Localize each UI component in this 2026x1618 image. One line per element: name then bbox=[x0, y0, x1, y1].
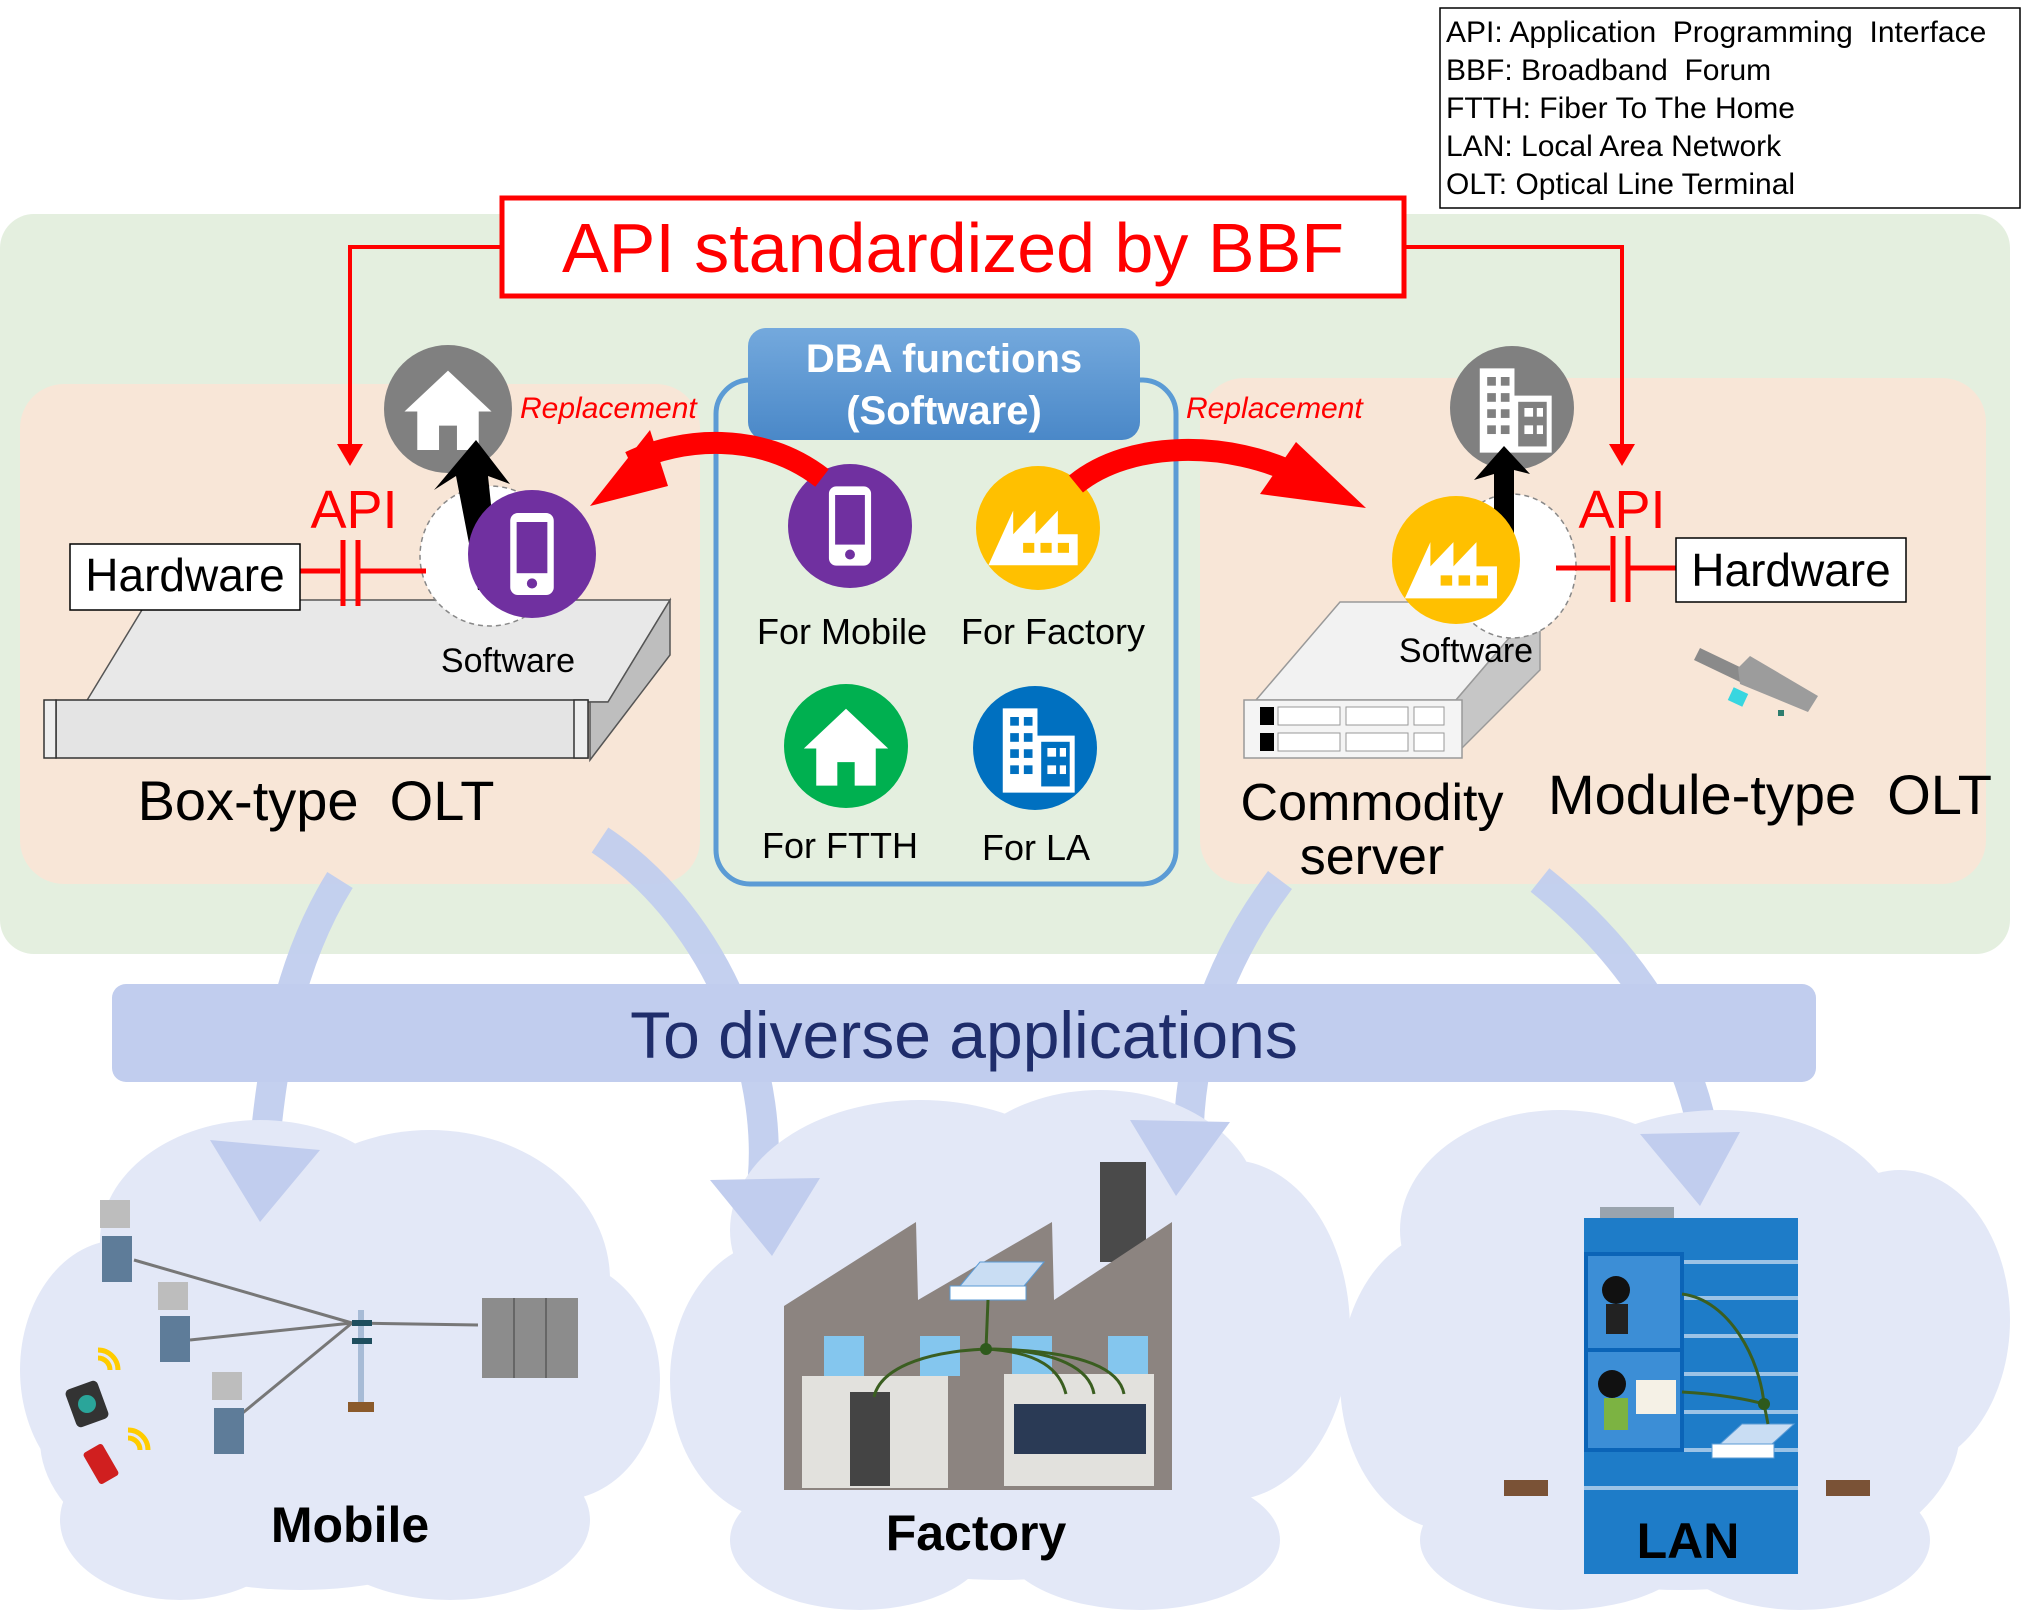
api-connector-lines bbox=[348, 245, 1624, 458]
wireless-signal-icon bbox=[97, 1347, 151, 1451]
dba-function-label: For LA bbox=[982, 827, 1090, 868]
hardware-label-right: Hardware bbox=[1691, 544, 1890, 596]
legend-item: BBF: Broadband Forum bbox=[1446, 54, 1771, 87]
replacement-arrow-right bbox=[1069, 439, 1306, 493]
hardware-label-left: Hardware bbox=[85, 549, 284, 601]
api-connector-right bbox=[1556, 536, 1676, 602]
api-arrowhead-left bbox=[337, 444, 363, 466]
dba-function-label: For FTTH bbox=[762, 825, 918, 866]
mobile-network-illustration bbox=[65, 1200, 578, 1484]
server-rack-icon bbox=[482, 1298, 578, 1378]
hardware-box-left: Hardware bbox=[69, 543, 301, 611]
legend-item: FTTH: Fiber To The Home bbox=[1446, 92, 1795, 125]
dba-title-line1: DBA functions bbox=[806, 337, 1082, 381]
hardware-box-right: Hardware bbox=[1675, 537, 1907, 603]
replacement-label-right: Replacement bbox=[1186, 392, 1364, 425]
replaced-home-icon bbox=[384, 345, 512, 473]
replacement-label-left: Replacement bbox=[520, 392, 698, 425]
dba-function-label: For Factory bbox=[961, 611, 1145, 652]
api-arrowhead-right bbox=[1609, 444, 1635, 466]
network-switch-icon bbox=[1711, 1423, 1796, 1459]
api-label-right: API bbox=[1578, 480, 1665, 540]
module-olt-device bbox=[1694, 648, 1818, 716]
application-label-mobile: Mobile bbox=[271, 1497, 429, 1553]
active-factory-software-icon bbox=[1392, 496, 1520, 624]
base-station-icon bbox=[212, 1372, 244, 1454]
commodity-server-title-line2: server bbox=[1300, 828, 1444, 886]
flip-phone-icon bbox=[83, 1444, 119, 1484]
applications-banner bbox=[112, 984, 1816, 1082]
dba-function-factory: For Factory bbox=[961, 466, 1145, 652]
api-standardized-banner bbox=[499, 195, 1407, 299]
dba-function-label: For Mobile bbox=[757, 611, 927, 652]
legend-item: OLT: Optical Line Terminal bbox=[1446, 168, 1795, 201]
dba-functions-header bbox=[748, 328, 1140, 440]
module-type-olt-title: Module-type OLT bbox=[1548, 763, 1992, 826]
dba-function-ftth: For FTTH bbox=[762, 684, 918, 866]
legend-item: API: Application Programming Interface bbox=[1446, 16, 1986, 49]
replacement-arrowhead-left bbox=[590, 430, 668, 506]
legend-box: API: Application Programming Interface B… bbox=[1439, 7, 2021, 209]
commodity-server-title-line1: Commodity bbox=[1241, 774, 1504, 832]
commodity-server-device bbox=[1243, 599, 1542, 759]
replacement-arrowhead-right bbox=[1260, 442, 1366, 508]
network-switch-icon bbox=[949, 1261, 1046, 1301]
active-mobile-software-icon bbox=[468, 490, 596, 618]
software-label-left: Software bbox=[441, 642, 575, 680]
dba-function-la: For LA bbox=[973, 686, 1097, 868]
replaced-building-icon bbox=[1450, 346, 1574, 470]
application-label-lan: LAN bbox=[1637, 1513, 1740, 1569]
legend-item: LAN: Local Area Network bbox=[1446, 130, 1782, 163]
box-type-olt-device bbox=[43, 597, 672, 763]
api-standardized-text: API standardized by BBF bbox=[562, 209, 1344, 287]
base-station-icon bbox=[100, 1200, 132, 1282]
office-building-illustration bbox=[1504, 1207, 1870, 1574]
dba-title-line2: (Software) bbox=[846, 389, 1042, 433]
application-label-factory: Factory bbox=[886, 1505, 1067, 1561]
software-label-right: Software bbox=[1399, 632, 1533, 670]
box-type-olt-title: Box-type OLT bbox=[138, 769, 495, 832]
arrowheads bbox=[210, 1120, 1740, 1256]
utility-pole-icon bbox=[348, 1310, 374, 1412]
api-connector-left bbox=[300, 540, 426, 606]
api-label-left: API bbox=[310, 480, 397, 540]
factory-illustration bbox=[784, 1162, 1172, 1490]
base-station-icon bbox=[158, 1282, 190, 1362]
smartphone-icon bbox=[65, 1380, 109, 1428]
applications-banner-text: To diverse applications bbox=[630, 998, 1298, 1072]
upgrade-arrow-right bbox=[1474, 446, 1530, 570]
dba-function-mobile: For Mobile bbox=[757, 464, 927, 652]
